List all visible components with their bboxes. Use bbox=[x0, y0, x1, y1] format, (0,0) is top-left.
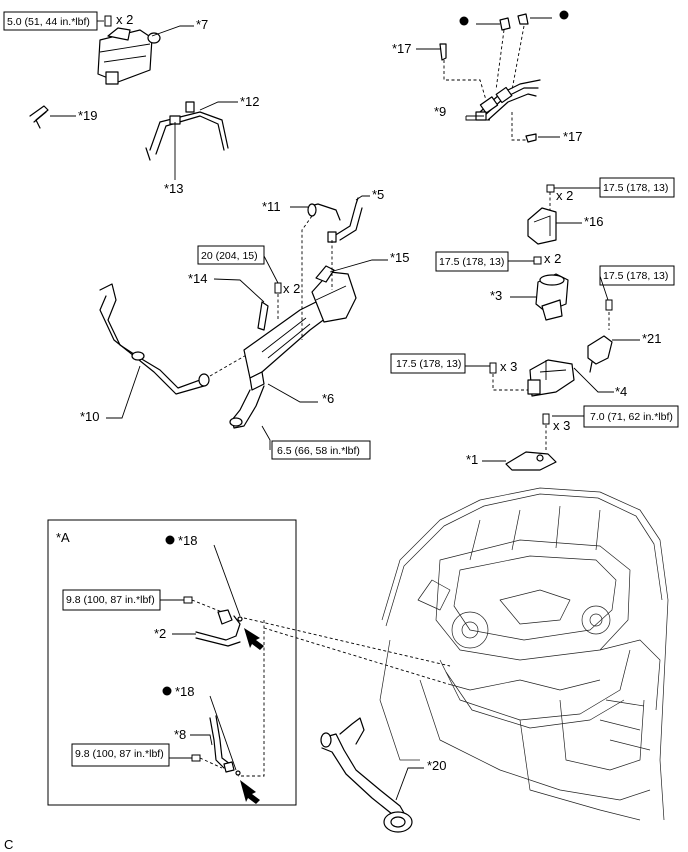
egr-valve-3-part bbox=[535, 273, 569, 321]
torque-label-8: 9.8 (100, 87 in.*lbf) bbox=[75, 748, 164, 760]
bolt-icon bbox=[191, 754, 201, 762]
radiator-hose-20-part bbox=[320, 717, 413, 833]
callout-1: *1 bbox=[466, 452, 478, 467]
bolt-icon bbox=[183, 596, 193, 604]
cover-16-part bbox=[527, 207, 557, 245]
callout-21: *21 bbox=[642, 331, 662, 346]
callout-13: *13 bbox=[164, 181, 184, 196]
bolt-icon bbox=[489, 362, 497, 374]
torque-label-16: 17.5 (178, 13) bbox=[603, 182, 668, 194]
callout-12: *12 bbox=[240, 94, 260, 109]
bracket-21-part bbox=[587, 335, 613, 365]
callout-4: *4 bbox=[615, 384, 627, 399]
torque-box-4 bbox=[390, 353, 466, 374]
callout-5: *5 bbox=[372, 187, 384, 202]
water-inlet-housing-15-part bbox=[311, 265, 357, 323]
torque-label-2: 9.8 (100, 87 in.*lbf) bbox=[66, 594, 155, 606]
torque-box-6 bbox=[271, 440, 371, 460]
bolt-icon bbox=[546, 184, 555, 193]
filled-circle-icon bbox=[559, 10, 569, 20]
bolt-icon bbox=[274, 282, 282, 294]
water-outlet-pipe-6-part bbox=[229, 299, 327, 429]
torque-label-21: 17.5 (178, 13) bbox=[603, 270, 668, 282]
torque-label-3: 17.5 (178, 13) bbox=[439, 256, 504, 268]
callout-19: *19 bbox=[78, 108, 98, 123]
quantity-label-3: x 2 bbox=[544, 251, 561, 266]
callout-18-top: *18 bbox=[178, 533, 198, 548]
callout-2: *2 bbox=[154, 626, 166, 641]
view-arrow-icon bbox=[244, 628, 264, 650]
callout-17-top: *17 bbox=[392, 41, 412, 56]
torque-box-16 bbox=[599, 177, 675, 198]
torque-label-1: 7.0 (71, 62 in.*lbf) bbox=[590, 411, 673, 423]
callout-16: *16 bbox=[584, 214, 604, 229]
torque-label-14: 20 (204, 15) bbox=[201, 250, 258, 262]
quantity-label-1: x 3 bbox=[553, 418, 570, 433]
filled-circle-icon bbox=[459, 16, 469, 26]
callout-11: *11 bbox=[262, 199, 281, 214]
small-hose-19-part bbox=[29, 105, 49, 129]
callout-10: *10 bbox=[80, 409, 100, 424]
callout-20: *20 bbox=[427, 758, 447, 773]
pipe-2-part bbox=[195, 615, 241, 641]
bolt-icon bbox=[533, 256, 542, 265]
water-pipe-12-part bbox=[145, 101, 229, 161]
torque-box-3 bbox=[435, 251, 509, 272]
view-arrow-icon bbox=[240, 780, 260, 804]
callout-6: *6 bbox=[322, 391, 334, 406]
callout-14: *14 bbox=[188, 271, 208, 286]
callout-3: *3 bbox=[490, 288, 502, 303]
quantity-label-14: x 2 bbox=[283, 281, 300, 296]
torque-label-7: 5.0 (51, 44 in.*lbf) bbox=[7, 16, 90, 28]
quantity-label-4: x 3 bbox=[500, 359, 517, 374]
torque-box-21 bbox=[599, 265, 675, 286]
torque-box-14 bbox=[197, 245, 265, 265]
engine-assembly-illustration bbox=[379, 487, 669, 821]
torque-label-6: 6.5 (66, 58 in.*lbf) bbox=[277, 445, 360, 457]
figure-code: C bbox=[4, 837, 13, 852]
callout-18-bottom: *18 bbox=[175, 684, 195, 699]
callout-9: *9 bbox=[434, 104, 446, 119]
callout-8: *8 bbox=[174, 727, 186, 742]
pipe-8-part bbox=[209, 717, 225, 769]
callout-7: *7 bbox=[196, 17, 208, 32]
bolt-icon bbox=[104, 15, 112, 27]
inset-title: *A bbox=[56, 530, 70, 545]
callout-15: *15 bbox=[390, 250, 410, 265]
filled-circle-icon bbox=[162, 686, 172, 696]
quantity-label-7: x 2 bbox=[116, 12, 133, 27]
bolt-icon bbox=[605, 299, 613, 311]
harness-assembly-9-part bbox=[475, 79, 541, 121]
quantity-label-16: x 2 bbox=[556, 188, 573, 203]
torque-box-1 bbox=[583, 405, 679, 428]
bolt-icon bbox=[542, 413, 550, 425]
callout-17-bottom: *17 bbox=[563, 129, 583, 144]
reservoir-tank-part bbox=[97, 27, 161, 85]
filled-circle-icon bbox=[165, 535, 175, 545]
bracket-4-part bbox=[527, 359, 575, 397]
torque-box-8 bbox=[71, 743, 170, 767]
gasket-1-part bbox=[505, 451, 557, 471]
torque-label-4: 17.5 (178, 13) bbox=[396, 358, 461, 370]
radiator-hose-10-part bbox=[99, 283, 210, 395]
hose-5-part bbox=[333, 197, 359, 237]
